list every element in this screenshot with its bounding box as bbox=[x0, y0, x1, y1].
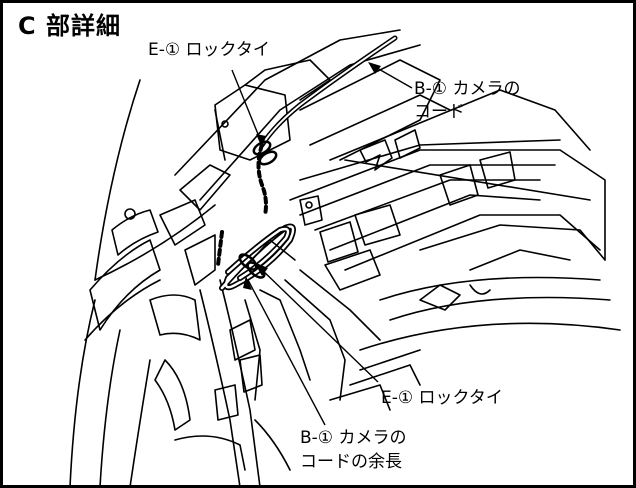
leader-e-tie-bottom bbox=[257, 265, 379, 383]
label-e-lock-tie-top: E-① ロックタイ bbox=[148, 40, 270, 60]
lock-tie-top bbox=[252, 140, 278, 166]
leader-e-tie-top bbox=[231, 69, 263, 145]
label-b-cord-excess-line2: コードの余長 bbox=[300, 452, 402, 472]
label-b-cord-excess-line1: B-① カメラの bbox=[300, 428, 407, 448]
cord-coil bbox=[219, 223, 297, 291]
label-b-camera-cord-line2: コード bbox=[414, 102, 465, 122]
label-e-lock-tie-bottom: E-① ロックタイ bbox=[381, 388, 503, 408]
diagram-title: C 部詳細 bbox=[18, 12, 121, 40]
leader-b-excess bbox=[247, 279, 326, 426]
vehicle-interior-drawing bbox=[69, 29, 621, 488]
leader-arrows bbox=[243, 62, 381, 290]
camera-cord bbox=[216, 35, 398, 267]
label-b-camera-cord-line1: B-① カメラの bbox=[414, 79, 521, 99]
